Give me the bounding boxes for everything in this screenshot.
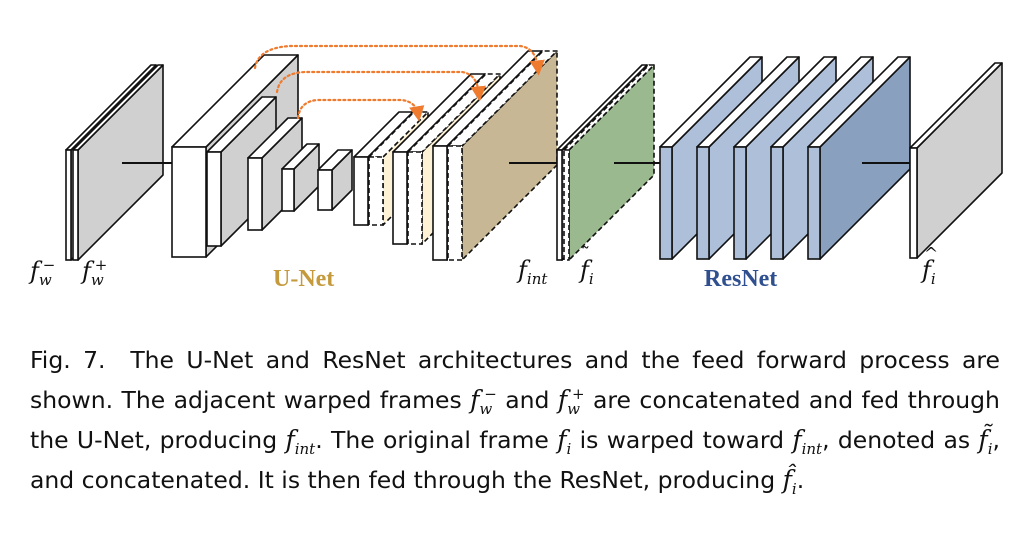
label-f-i-tilde: f˜i <box>580 244 594 288</box>
caption-text-8: . <box>796 466 805 494</box>
skip-arrow-inner <box>296 98 425 122</box>
caption-text-7: , and concatenated. It is then fed throu… <box>30 426 1000 494</box>
figure-caption: Fig. 7. The U-Net and ResNet architectur… <box>30 346 1000 498</box>
label-f-w-minus: fw− <box>30 256 56 289</box>
caption-text-3: are concatenated and fed through the U-N… <box>30 386 1000 454</box>
caption-fig-label: Fig. 7. <box>30 346 106 374</box>
output-frame-f-i-hat <box>909 62 1003 259</box>
unet-encoder-block-4 <box>281 143 320 212</box>
frame-f-i-tilde <box>563 64 655 261</box>
skip-arrow-outer <box>253 44 545 76</box>
resnet-block-5 <box>807 56 911 260</box>
resnet-label: ResNet <box>704 266 778 292</box>
caption-text-1: The U-Net and ResNet architectures and t… <box>30 346 1000 414</box>
caption-text-5: is warped toward <box>579 426 784 454</box>
input-frame-f-w-plus <box>72 64 164 261</box>
unet-label: U-Net <box>273 266 335 292</box>
label-f-w-plus: fw+ <box>82 256 108 289</box>
caption-text-6: , denoted as <box>822 426 971 454</box>
caption-text-4: . The original frame <box>315 426 549 454</box>
skip-arrow-middle <box>275 70 486 102</box>
label-f-i-hat: f^i <box>922 244 939 288</box>
unet-bottleneck-block <box>317 149 353 211</box>
caption-text-2: and <box>505 386 550 414</box>
architecture-diagram <box>65 44 1003 261</box>
label-f-int: fint <box>518 256 548 288</box>
